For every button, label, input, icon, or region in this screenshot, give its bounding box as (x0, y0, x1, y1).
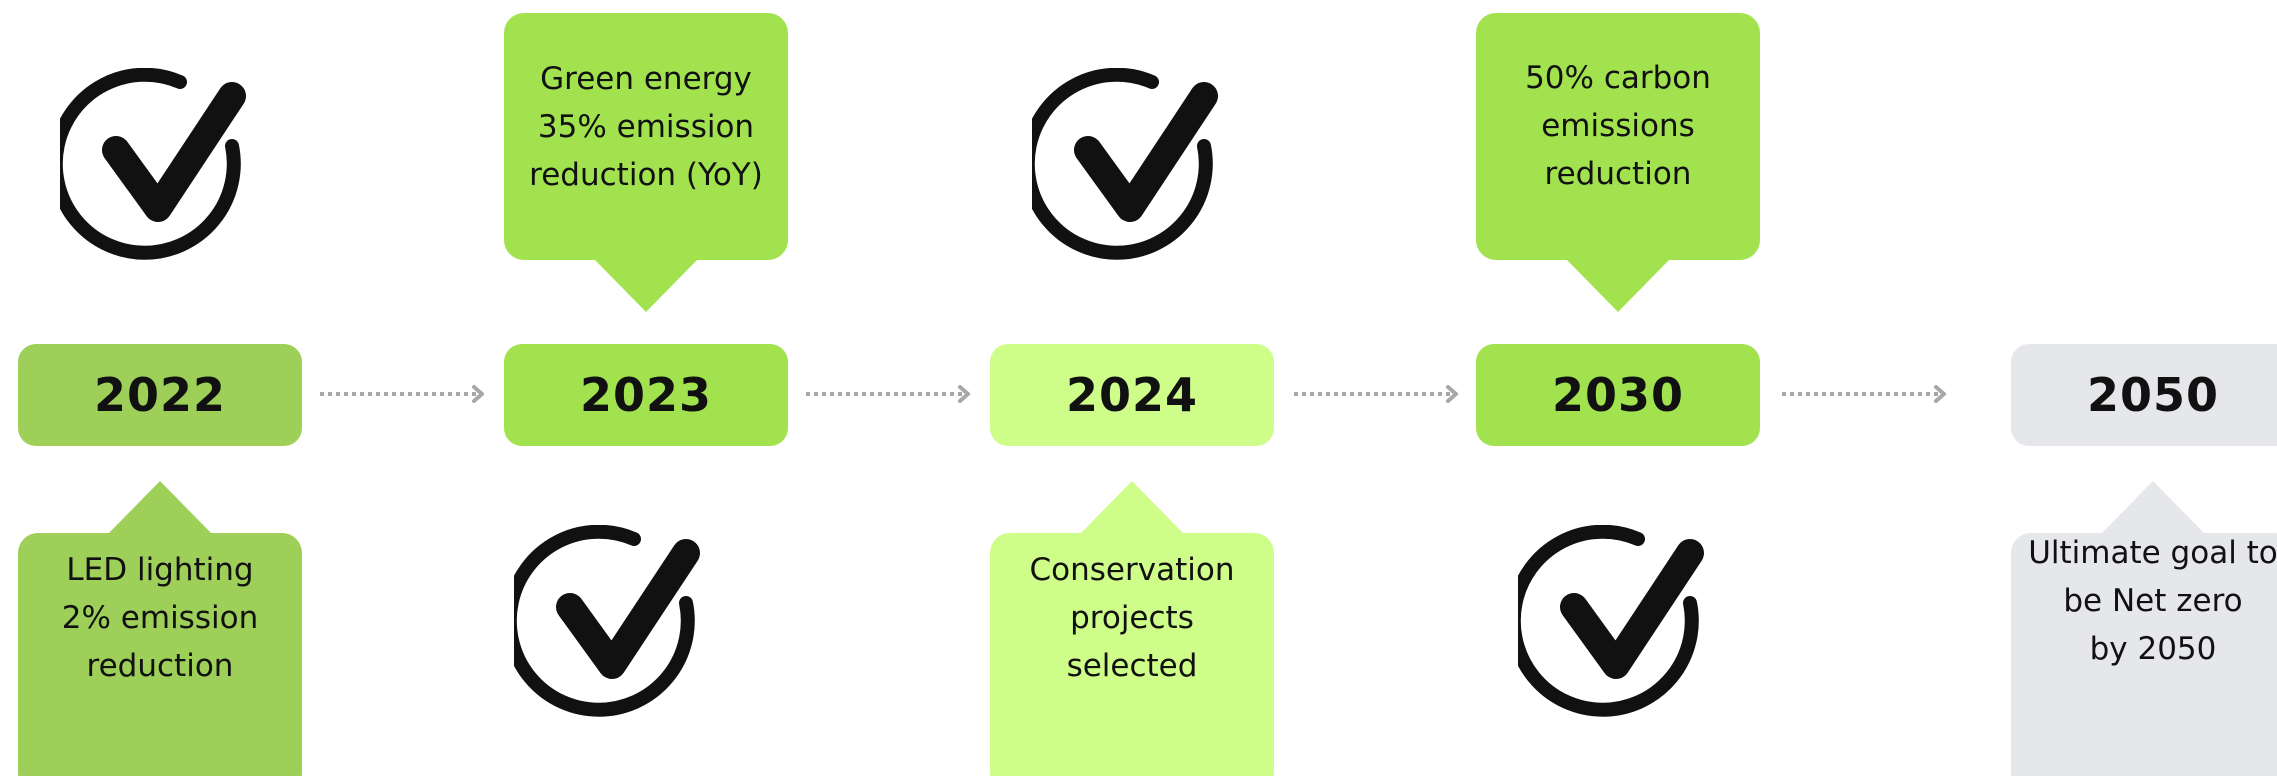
milestone-2024-note-text: Conservation projects selected (1029, 552, 1235, 684)
check-circle-icon (514, 525, 700, 717)
check-circle-icon (60, 68, 246, 260)
year-2023-box: 2023 (504, 344, 788, 446)
year-2022-box: 2022 (18, 344, 302, 446)
check-circle-icon (1032, 68, 1218, 260)
milestone-2023-note-text: Green energy 35% emission reduction (YoY… (529, 60, 763, 193)
milestone-2050-note: Ultimate goal to be Net zero by 2050 (2011, 481, 2277, 776)
milestone-2030-note-text: 50% carbon emissions reduction (1525, 59, 1711, 192)
milestone-2024-note: Conservation projects selected (990, 481, 1274, 776)
year-2030-box: 2030 (1476, 344, 1760, 446)
milestone-2022-note-text: LED lighting 2% emission reduction (61, 552, 259, 684)
year-2024-box: 2024 (990, 344, 1274, 446)
milestone-2050-note-text: Ultimate goal to be Net zero by 2050 (2028, 535, 2277, 667)
dotted-arrow-icon (1294, 385, 1458, 403)
milestone-2022-note: LED lighting 2% emission reduction (18, 481, 302, 776)
year-2050-box: 2050 (2011, 344, 2277, 446)
milestone-2023-note: Green energy 35% emission reduction (YoY… (504, 13, 788, 312)
dotted-arrow-icon (806, 385, 970, 403)
dotted-arrow-icon (320, 385, 484, 403)
check-circle-icon (1518, 525, 1704, 717)
dotted-arrow-icon (1782, 385, 1946, 403)
milestone-2030-note: 50% carbon emissions reduction (1476, 13, 1760, 312)
